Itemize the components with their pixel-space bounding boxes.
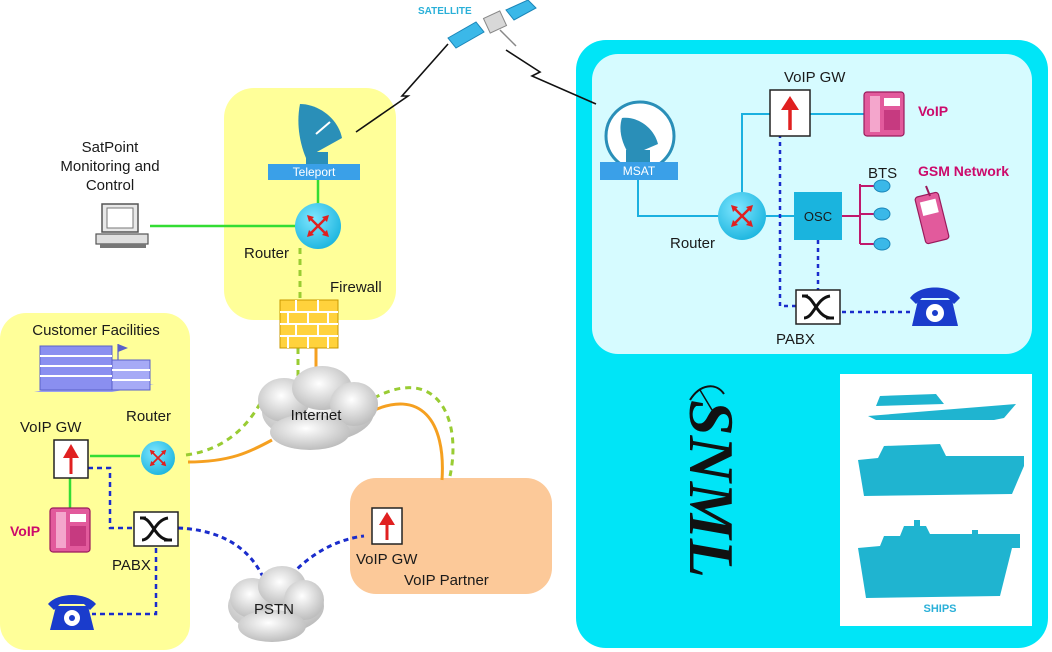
ships-label: SHIPS xyxy=(923,603,956,615)
cloud-icon xyxy=(258,366,378,450)
customer-voip-label: VoIP xyxy=(10,523,40,539)
link-internet-partner-orange xyxy=(369,402,444,481)
ship-icon xyxy=(858,520,1020,598)
voip-gateway-icon xyxy=(53,439,89,479)
satellite-link-msat xyxy=(505,49,597,105)
link-internet-customer-orange xyxy=(187,438,273,464)
ship-icon xyxy=(858,444,1024,496)
partner-zone xyxy=(350,478,552,594)
link-msat-router xyxy=(637,176,720,217)
bts-label: BTS xyxy=(868,165,897,182)
partner-label: VoIP Partner xyxy=(404,572,489,589)
voip-gateway-icon xyxy=(769,89,811,137)
mobile-phone-icon xyxy=(914,185,950,245)
building-icon xyxy=(34,344,154,392)
link-internet-customer-dash xyxy=(185,399,264,457)
msat-box xyxy=(600,162,678,180)
osc-label: OSC xyxy=(804,209,832,224)
pstn-label: PSTN xyxy=(254,601,294,618)
bts-antenna-icon xyxy=(873,179,891,251)
link-router-voipgw xyxy=(741,113,770,196)
customer-router-label: Router xyxy=(126,408,171,425)
telephone-icon xyxy=(910,287,960,326)
link-pabx-phone-customer xyxy=(92,548,158,616)
router-icon xyxy=(718,192,766,240)
customer-voip-gw-label: VoIP GW xyxy=(20,419,82,436)
link-gw-pabx-customer xyxy=(88,466,134,530)
monitoring-label-line3: Control xyxy=(86,177,134,194)
firewall-icon xyxy=(279,299,339,349)
customer-zone xyxy=(0,313,190,650)
ship-voip-gw-label: VoIP GW xyxy=(784,69,846,86)
firewall-label: Firewall xyxy=(330,279,382,296)
ship-icon xyxy=(868,394,1016,420)
snml-logo-text: SNML xyxy=(676,400,747,578)
customer-title: Customer Facilities xyxy=(32,322,160,339)
computer-icon xyxy=(95,203,149,248)
satellite-icon xyxy=(447,0,537,49)
teleport-zone xyxy=(224,88,396,320)
msat-label: MSAT xyxy=(623,164,656,178)
link-internet-partner-dash xyxy=(373,386,455,477)
pabx-icon xyxy=(795,289,841,325)
osc-box xyxy=(794,192,842,240)
dish-icon xyxy=(604,100,676,172)
monitoring-label-line2: Monitoring and xyxy=(60,158,159,175)
ip-phone-icon xyxy=(863,91,905,137)
ship-pabx-label: PABX xyxy=(776,331,815,348)
customer-pabx-label: PABX xyxy=(112,557,151,574)
ship-voip-label: VoIP xyxy=(918,103,948,119)
teleport-box xyxy=(268,164,360,180)
teleport-label: Teleport xyxy=(293,165,336,179)
telephone-icon xyxy=(48,595,96,630)
dish-icon xyxy=(298,104,342,164)
ship-router-label: Router xyxy=(670,235,715,252)
router-icon xyxy=(141,441,175,475)
cloud-icon xyxy=(228,566,324,642)
satellite-link-teleport xyxy=(355,43,449,133)
router-icon xyxy=(295,203,341,249)
ip-phone-icon xyxy=(49,507,91,553)
teleport-router-label: Router xyxy=(244,245,289,262)
satellite-label: SATELLITE xyxy=(418,6,472,17)
link-pstn-partner xyxy=(284,534,365,583)
partner-gw-label: VoIP GW xyxy=(356,551,418,568)
voip-gateway-icon xyxy=(371,507,403,545)
snml-logo: SNML xyxy=(676,385,747,578)
gsm-network-label: GSM Network xyxy=(918,163,1009,179)
pabx-icon xyxy=(133,511,179,547)
internet-label: Internet xyxy=(291,407,343,424)
link-pabx-pstn xyxy=(177,526,268,585)
monitoring-label-line1: SatPoint xyxy=(82,139,140,156)
